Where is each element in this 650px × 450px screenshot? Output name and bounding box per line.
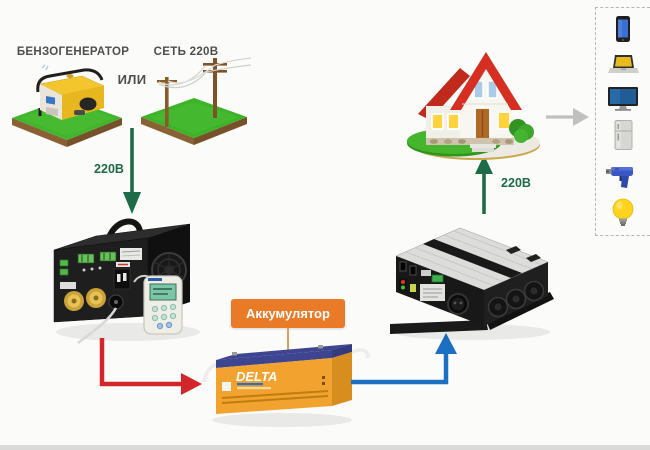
- drill-icon: [606, 167, 633, 188]
- inverter-fans: [487, 280, 545, 318]
- light-bulb-icon: [612, 198, 634, 226]
- battery-callout-label: Аккумулятор: [246, 306, 330, 321]
- battery-to-inverter-arrow: [351, 333, 457, 385]
- tv-icon: [608, 87, 638, 111]
- charger-front-panel: [59, 248, 142, 344]
- battery-callout: Аккумулятор: [231, 299, 345, 328]
- charger-remote-display: [133, 274, 183, 335]
- or-label: ИЛИ: [117, 72, 147, 87]
- inverter-to-house-arrow: [475, 155, 493, 214]
- generator: [36, 64, 105, 120]
- generator-illustration: [12, 64, 122, 147]
- laptop-icon: [608, 55, 639, 73]
- charger-unit-illustration: [53, 218, 200, 344]
- image-bottom-border: [0, 445, 650, 450]
- house-to-appliances-arrow: [546, 108, 589, 126]
- svg-text:DELTA: DELTA: [236, 369, 277, 384]
- output-voltage-label: 220В: [501, 176, 531, 190]
- battery-callout-line: [287, 328, 289, 352]
- power-grid-illustration: [141, 57, 252, 145]
- grid-label: СЕТЬ 220В: [153, 46, 219, 58]
- generator-label: БЕНЗОГЕНЕРАТОР: [16, 46, 130, 58]
- house-illustration: [407, 52, 540, 160]
- input-voltage-label: 220В: [94, 162, 124, 176]
- inverter-illustration: [390, 227, 554, 340]
- appliances-panel: [595, 7, 650, 236]
- inverter-front-panel: [399, 261, 469, 315]
- smartphone-icon: [616, 16, 630, 42]
- refrigerator-icon: [614, 120, 633, 150]
- battery-illustration: DELTA: [202, 344, 370, 427]
- charger-to-battery-arrow: [99, 338, 202, 395]
- source-to-charger-arrow: [123, 128, 141, 214]
- house: [418, 52, 534, 152]
- battery-front-label: DELTA: [222, 369, 325, 391]
- power-poles: [157, 57, 252, 127]
